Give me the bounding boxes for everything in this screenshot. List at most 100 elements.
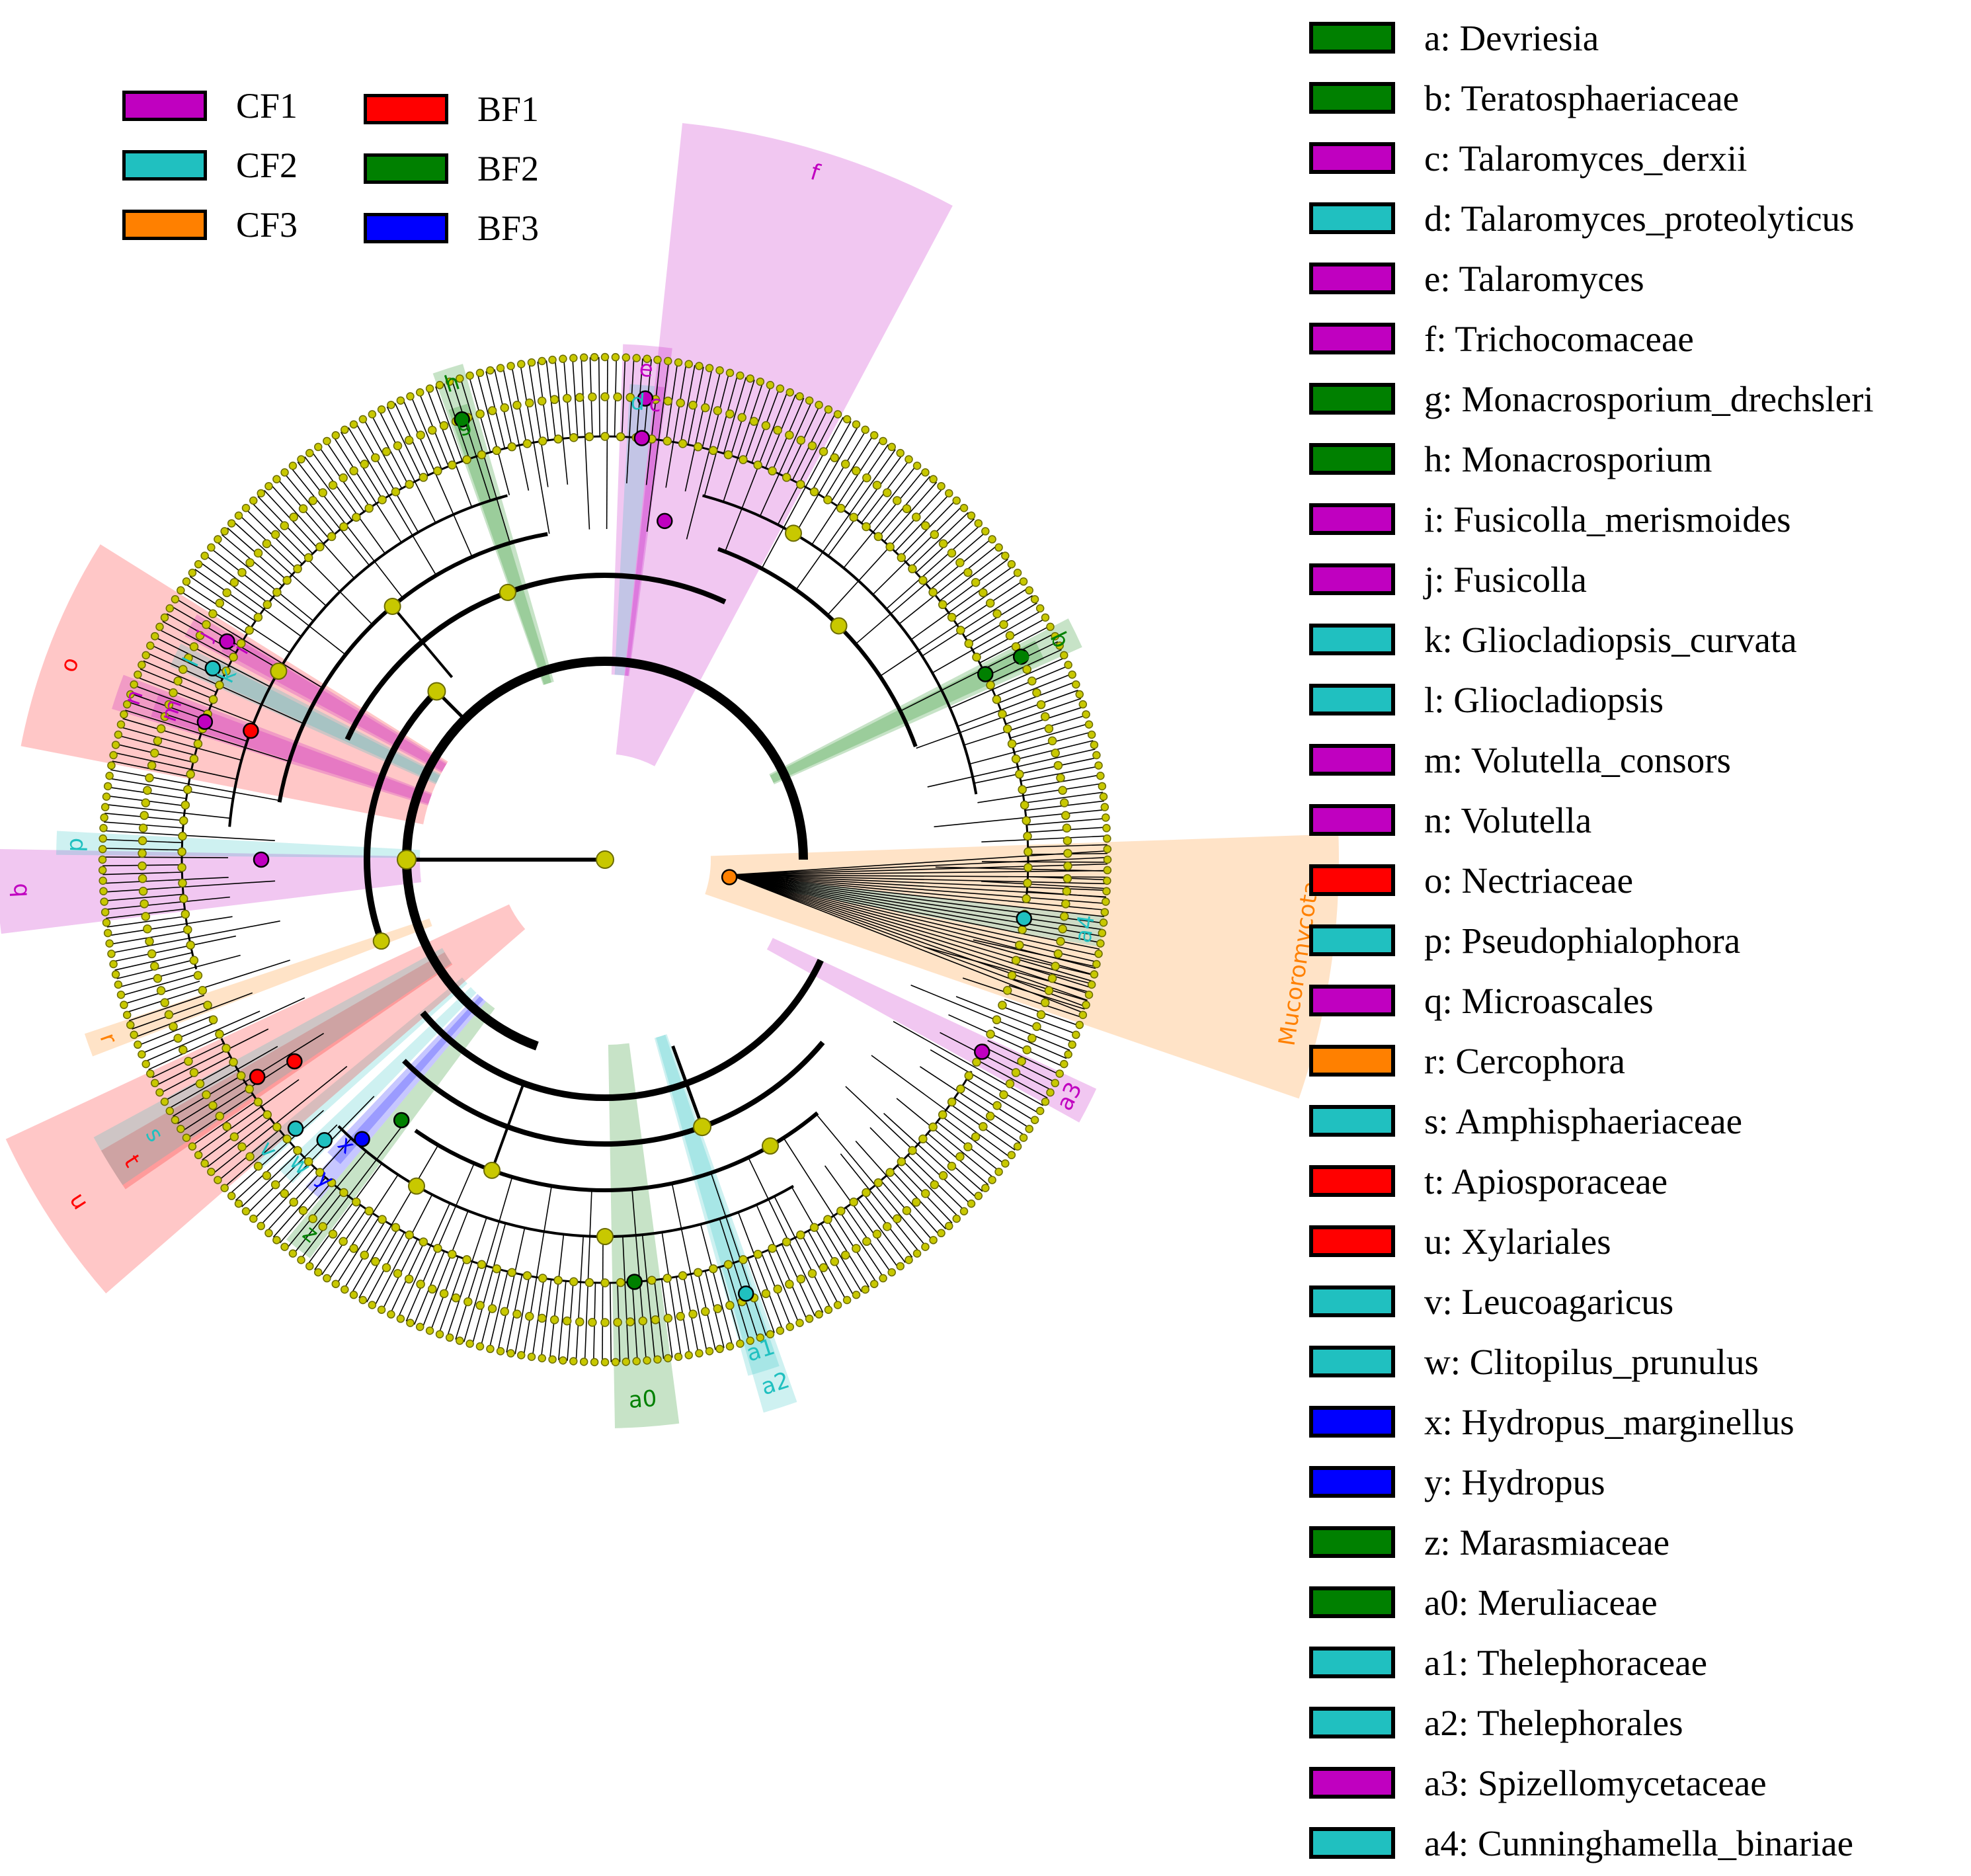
tree-node bbox=[203, 1000, 212, 1010]
tree-node bbox=[138, 1050, 146, 1059]
clade-highlight-l bbox=[170, 643, 440, 785]
tree-node bbox=[1087, 730, 1096, 739]
spoke bbox=[212, 1065, 348, 1174]
tree-node bbox=[575, 393, 584, 402]
tree-node bbox=[739, 455, 748, 464]
spoke bbox=[584, 1190, 592, 1362]
spoke bbox=[118, 735, 196, 756]
biomarker-node bbox=[204, 660, 221, 676]
taxa-label-h: h: Monacrosporium bbox=[1424, 438, 1712, 479]
tree-node bbox=[872, 480, 882, 490]
tree-node bbox=[387, 1310, 395, 1319]
tree-node bbox=[918, 1134, 928, 1144]
spoke-mucoromycota bbox=[729, 874, 1094, 975]
tree-node bbox=[979, 588, 988, 598]
tree-node bbox=[198, 986, 208, 995]
tree-node bbox=[253, 1097, 263, 1107]
spoke bbox=[1008, 985, 1085, 1010]
tree-node bbox=[177, 586, 185, 595]
tree-node bbox=[893, 1214, 902, 1223]
tree-node bbox=[537, 1313, 547, 1323]
spoke bbox=[348, 427, 437, 576]
group-legend-item-cf2: CF2 bbox=[122, 142, 298, 188]
tree-node bbox=[99, 887, 108, 895]
clade-highlight-j bbox=[184, 614, 446, 773]
spoke bbox=[558, 1281, 567, 1360]
tree-node bbox=[869, 1280, 879, 1288]
clade-highlight-n bbox=[112, 674, 432, 806]
tree-node bbox=[177, 847, 186, 856]
tree-node bbox=[270, 1180, 280, 1190]
tree-node bbox=[220, 527, 229, 536]
tree-node bbox=[985, 1112, 995, 1121]
spoke bbox=[896, 1098, 994, 1178]
tree-node bbox=[912, 462, 922, 470]
tree-node bbox=[171, 1116, 180, 1124]
taxa-swatch-j bbox=[1309, 563, 1395, 595]
spoke bbox=[900, 633, 1055, 712]
spoke bbox=[723, 382, 764, 503]
tree-node bbox=[938, 1171, 948, 1180]
biomarker-node bbox=[454, 411, 470, 428]
tree-node bbox=[713, 1304, 723, 1313]
spoke-mucoromycota bbox=[729, 874, 1102, 937]
tree-node bbox=[349, 1244, 358, 1253]
tree-node bbox=[785, 388, 795, 397]
tree-node bbox=[955, 558, 965, 567]
tree-node bbox=[852, 1244, 861, 1253]
tree-node bbox=[173, 676, 182, 686]
clade-label-q: q bbox=[8, 882, 35, 898]
tree-node bbox=[553, 1276, 563, 1285]
tree-node bbox=[318, 1222, 327, 1231]
spoke bbox=[622, 1236, 629, 1362]
tree-node bbox=[293, 1146, 302, 1155]
tree-node bbox=[360, 1250, 370, 1260]
tree-node bbox=[151, 1079, 159, 1088]
taxa-swatch-u bbox=[1309, 1225, 1395, 1257]
clade-highlight-h bbox=[432, 364, 554, 686]
tree-node bbox=[391, 487, 401, 497]
spoke bbox=[147, 652, 304, 724]
tree-node bbox=[559, 354, 567, 363]
group-legend: CF1 CF2 CF3 BF1 BF2 BF3 bbox=[122, 83, 598, 268]
spoke bbox=[910, 984, 1070, 1051]
spoke bbox=[314, 1204, 361, 1270]
tree-node bbox=[396, 396, 405, 405]
taxa-legend-item-l: l: Gliocladiopsis bbox=[1309, 676, 1664, 723]
clade-label-c: c bbox=[648, 390, 663, 418]
tree-node bbox=[1084, 991, 1094, 999]
tree-node bbox=[419, 1237, 428, 1246]
spoke bbox=[378, 410, 436, 524]
tree-node bbox=[419, 473, 428, 482]
spoke bbox=[981, 881, 1107, 889]
spoke-mucoromycota bbox=[729, 874, 1106, 898]
tree-node bbox=[371, 1257, 380, 1266]
tree-node bbox=[293, 564, 302, 573]
tree-node bbox=[1041, 613, 1050, 622]
tree-node bbox=[1103, 855, 1112, 864]
tree-node bbox=[1075, 690, 1084, 699]
spoke bbox=[286, 1151, 367, 1249]
tree-node bbox=[883, 488, 892, 497]
tree-node bbox=[782, 473, 791, 482]
tree-node bbox=[463, 1297, 473, 1307]
tree-node bbox=[836, 503, 846, 513]
tree-node bbox=[522, 439, 532, 448]
tree-node bbox=[221, 666, 231, 676]
spoke bbox=[233, 520, 327, 606]
spoke bbox=[125, 710, 290, 762]
spoke bbox=[581, 357, 590, 530]
taxa-swatch-b bbox=[1309, 82, 1395, 114]
tree-node bbox=[189, 956, 199, 965]
tree-node bbox=[289, 1198, 298, 1207]
spoke bbox=[1001, 1006, 1077, 1035]
spoke bbox=[528, 362, 549, 487]
tree-node bbox=[280, 1189, 290, 1198]
tree-node bbox=[678, 1271, 688, 1280]
tree-node bbox=[153, 736, 163, 746]
spoke bbox=[840, 1153, 920, 1252]
tree-node bbox=[1015, 770, 1024, 779]
spoke bbox=[158, 628, 270, 688]
internal-node bbox=[270, 663, 288, 680]
